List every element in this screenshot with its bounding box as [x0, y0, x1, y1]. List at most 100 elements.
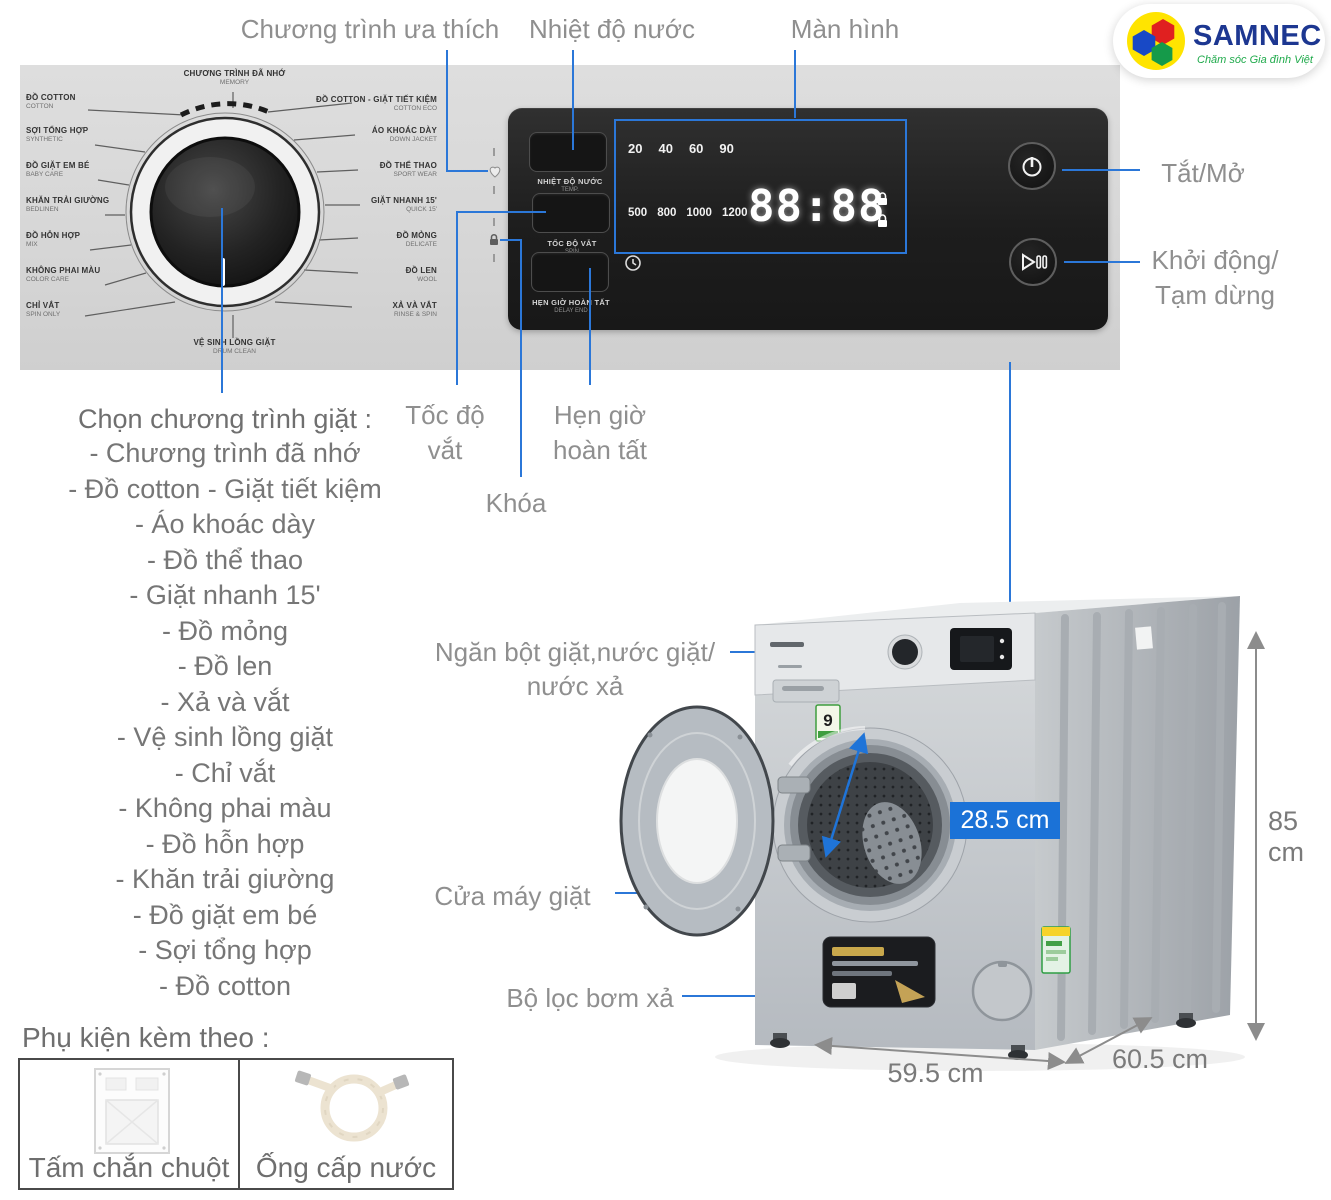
program-list-item: - Khăn trải giường [115, 864, 335, 894]
machine-knob [892, 639, 918, 665]
display-screen: 20 40 60 90 500 800 1000 1200 88:88 [614, 119, 907, 254]
accessory-label: Ống cấp nước [255, 1152, 437, 1183]
callout-lock: Khóa [485, 488, 547, 518]
delay-button-label: HẸN GIỜ HOÀN TẤT [532, 298, 610, 307]
pump-filter-latch [998, 961, 1007, 967]
knob-highlight [165, 157, 255, 217]
display-panel: NHIỆT ĐỘ NƯỚC TEMP. TỐC ĐỘ VẮT SPIN HẸN … [508, 108, 1108, 330]
power-icon [1022, 157, 1042, 177]
power-button[interactable] [1008, 142, 1056, 190]
strip-dash [493, 148, 495, 156]
program-list-item: - Đồ cotton - Giặt tiết kiệm [68, 473, 382, 504]
washing-machine-illustration: 9 [619, 596, 1265, 1071]
program-list-item: - Xả và vắt [160, 686, 290, 717]
width-arrow [814, 1036, 1066, 1071]
line-spin-v [456, 211, 458, 385]
dial-outer-ring [125, 112, 325, 312]
program-list-item: - Chỉ vắt [174, 757, 276, 788]
line-lock-v [520, 239, 522, 477]
promo-sticker-line [832, 971, 892, 976]
dial-label-quick15: GIẶT NHANH 15'QUICK 15' [370, 196, 437, 213]
delay-button-sublabel: DELAY END [554, 308, 588, 314]
program-dial-artwork [84, 92, 360, 338]
program-list-title: Chọn chương trình giặt : [78, 404, 372, 434]
door-ring-inner-line [638, 732, 756, 910]
program-list-item: - Chương trình đã nhớ [89, 438, 361, 468]
brand-mark [770, 642, 804, 647]
accessory-rat-guard: Tấm chắn chuột [20, 1060, 240, 1188]
temperature-options: 20 40 60 90 [628, 141, 734, 156]
start-pause-button[interactable] [1009, 238, 1057, 286]
line-start [1064, 261, 1140, 263]
callout-spin-1: Tốc độ [405, 400, 485, 430]
side-ridges [1057, 602, 1226, 1041]
temp-button[interactable] [529, 132, 607, 172]
play-pause-icon [1022, 253, 1048, 271]
temp-90: 90 [719, 141, 734, 156]
callout-favorite: Chương trình ưa thích [240, 14, 500, 44]
delay-button[interactable] [531, 252, 609, 292]
depth-label: 60.5 cm [1111, 1044, 1209, 1074]
door-diameter-badge: 28.5 cm [950, 802, 1060, 839]
logo-tagline: Chăm sóc Gia đình Việt [1197, 54, 1313, 66]
accessory-label: Tấm chắn chuột [28, 1152, 230, 1183]
program-list-item: - Áo khoác dày [134, 509, 316, 539]
door-hinge [777, 776, 811, 794]
callout-drawer-2: nước xả [526, 671, 624, 701]
program-list-item: - Đồ hỗn hợp [145, 828, 305, 859]
spin-button-label: TỐC ĐỘ VẮT [547, 239, 597, 248]
callout-start-2: Tạm dừng [1154, 280, 1275, 310]
dial-dashed-arc [179, 101, 270, 118]
rat-guard-image [94, 1068, 170, 1154]
spin-options: 500 800 1000 1200 [628, 207, 748, 219]
line-program-select [221, 208, 223, 393]
callout-filter: Bộ lọc bơm xả [506, 983, 674, 1013]
logo-name: SAMNEC [1193, 20, 1322, 52]
machine-display-dot [999, 638, 1005, 644]
energy-label-bar [1046, 941, 1062, 946]
line-panel-to-machine [1009, 362, 1011, 624]
model-mark [778, 665, 802, 668]
promo-sticker-gold-bar [832, 947, 884, 956]
line-delay [589, 268, 591, 385]
dimension-arrows [814, 631, 1265, 1071]
open-door [619, 705, 811, 937]
speed-800: 800 [657, 207, 677, 219]
pump-filter-door [971, 960, 1033, 1022]
spin-button[interactable] [532, 193, 610, 233]
line-favorite [446, 50, 448, 172]
door-glass [656, 758, 738, 884]
program-list-item: - Đồ mỏng [161, 615, 289, 646]
line-favorite-h [446, 170, 488, 172]
program-knob[interactable] [149, 136, 301, 288]
promo-sticker-tag [832, 983, 856, 999]
water-hose-image [295, 1070, 410, 1142]
heart-icon [489, 166, 501, 178]
temp-60: 60 [688, 141, 704, 156]
door-hinge [777, 844, 811, 862]
callout-door: Cửa máy giặt [434, 881, 591, 911]
callout-power: Tắt/Mở [1161, 158, 1245, 188]
temp-20: 20 [628, 141, 643, 156]
lock-icon [490, 233, 498, 245]
line-lock-h [500, 239, 522, 241]
machine-top [755, 596, 1240, 625]
temp-button-label: NHIỆT ĐỘ NƯỚC [537, 177, 603, 186]
program-list-item: - Đồ cotton [158, 970, 292, 1001]
speed-1000: 1000 [686, 207, 712, 219]
delay-clock-icon [625, 255, 641, 271]
energy-label-bar [1046, 957, 1058, 961]
accessory-water-hose: Ống cấp nước [240, 1060, 452, 1188]
line-display [794, 50, 796, 118]
width-label: 59.5 cm [887, 1058, 984, 1088]
promo-sticker-line [832, 961, 918, 966]
